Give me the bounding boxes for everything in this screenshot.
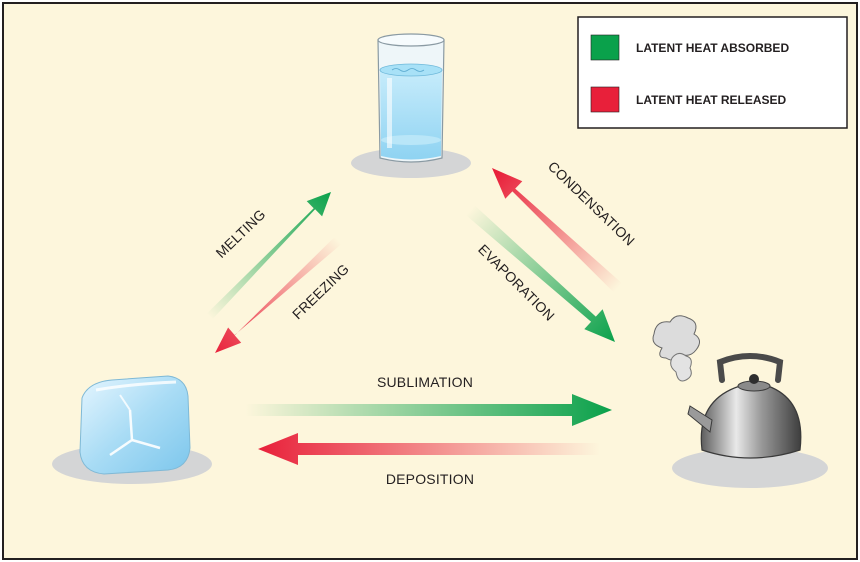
freezing-arrow xyxy=(215,236,342,353)
legend-swatch-absorbed xyxy=(590,34,620,61)
legend-swatch-released xyxy=(590,86,620,113)
sublimation-label: SUBLIMATION xyxy=(377,374,473,390)
ice-cube-icon xyxy=(52,375,212,484)
legend-label-released: LATENT HEAT RELEASED xyxy=(636,93,787,107)
melting-arrow xyxy=(207,192,331,319)
legend: LATENT HEAT ABSORBED LATENT HEAT RELEASE… xyxy=(577,16,848,129)
condensation-arrow xyxy=(492,168,622,293)
water-glass-icon xyxy=(351,33,471,178)
deposition-arrow xyxy=(258,433,600,465)
deposition-label: DEPOSITION xyxy=(386,471,474,487)
legend-label-absorbed: LATENT HEAT ABSORBED xyxy=(636,41,789,55)
legend-box xyxy=(577,16,848,129)
steaming-kettle-icon xyxy=(652,315,828,488)
sublimation-arrow xyxy=(245,394,612,426)
evaporation-arrow xyxy=(465,205,615,342)
